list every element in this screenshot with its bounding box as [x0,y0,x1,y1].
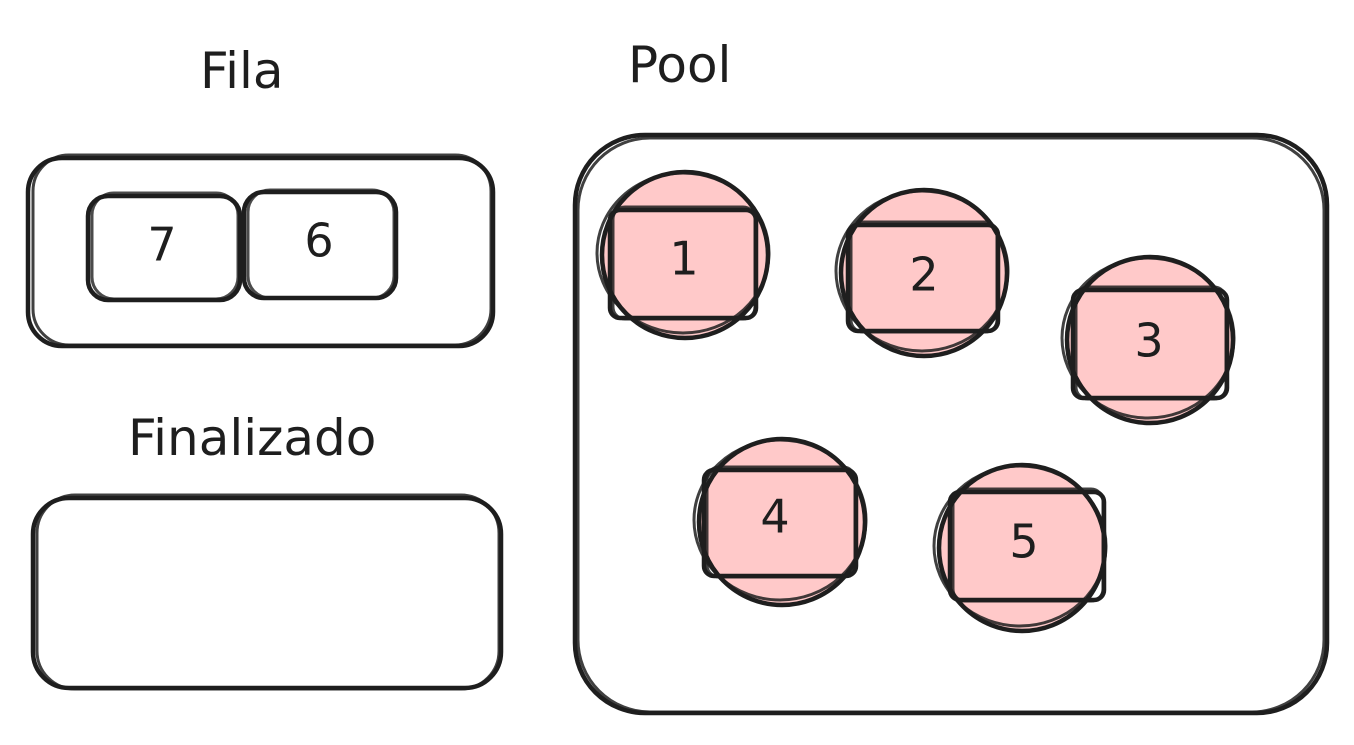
pool-task-fill [1067,257,1233,423]
pool-task-label: 4 [760,490,789,544]
pool-task-label: 3 [1134,314,1163,368]
queue-title: Fila [200,42,284,100]
pool-task: 5 [932,462,1108,634]
pool-task-fill [699,439,865,605]
pool-container [572,132,1330,716]
pool-task: 2 [834,187,1010,359]
pool-task: 3 [1060,254,1236,426]
finished-container [30,493,504,691]
finished-title: Finalizado [128,409,376,467]
pool-task-label: 5 [1009,515,1038,569]
pool-task-fill [841,190,1007,356]
queue-item-label: 6 [304,214,333,268]
pool-task: 4 [692,436,868,608]
pool-task-label: 1 [669,232,698,286]
pool-task-label: 2 [909,248,938,302]
pool-title: Pool [628,36,731,94]
pool-task-fill [602,172,768,338]
queue-container [25,153,496,349]
pool-task-fill [939,465,1105,631]
queue-item: 7 [85,191,243,303]
pool-task: 1 [595,169,771,341]
queue-item: 6 [241,188,399,301]
queue-item-label: 7 [147,218,176,272]
